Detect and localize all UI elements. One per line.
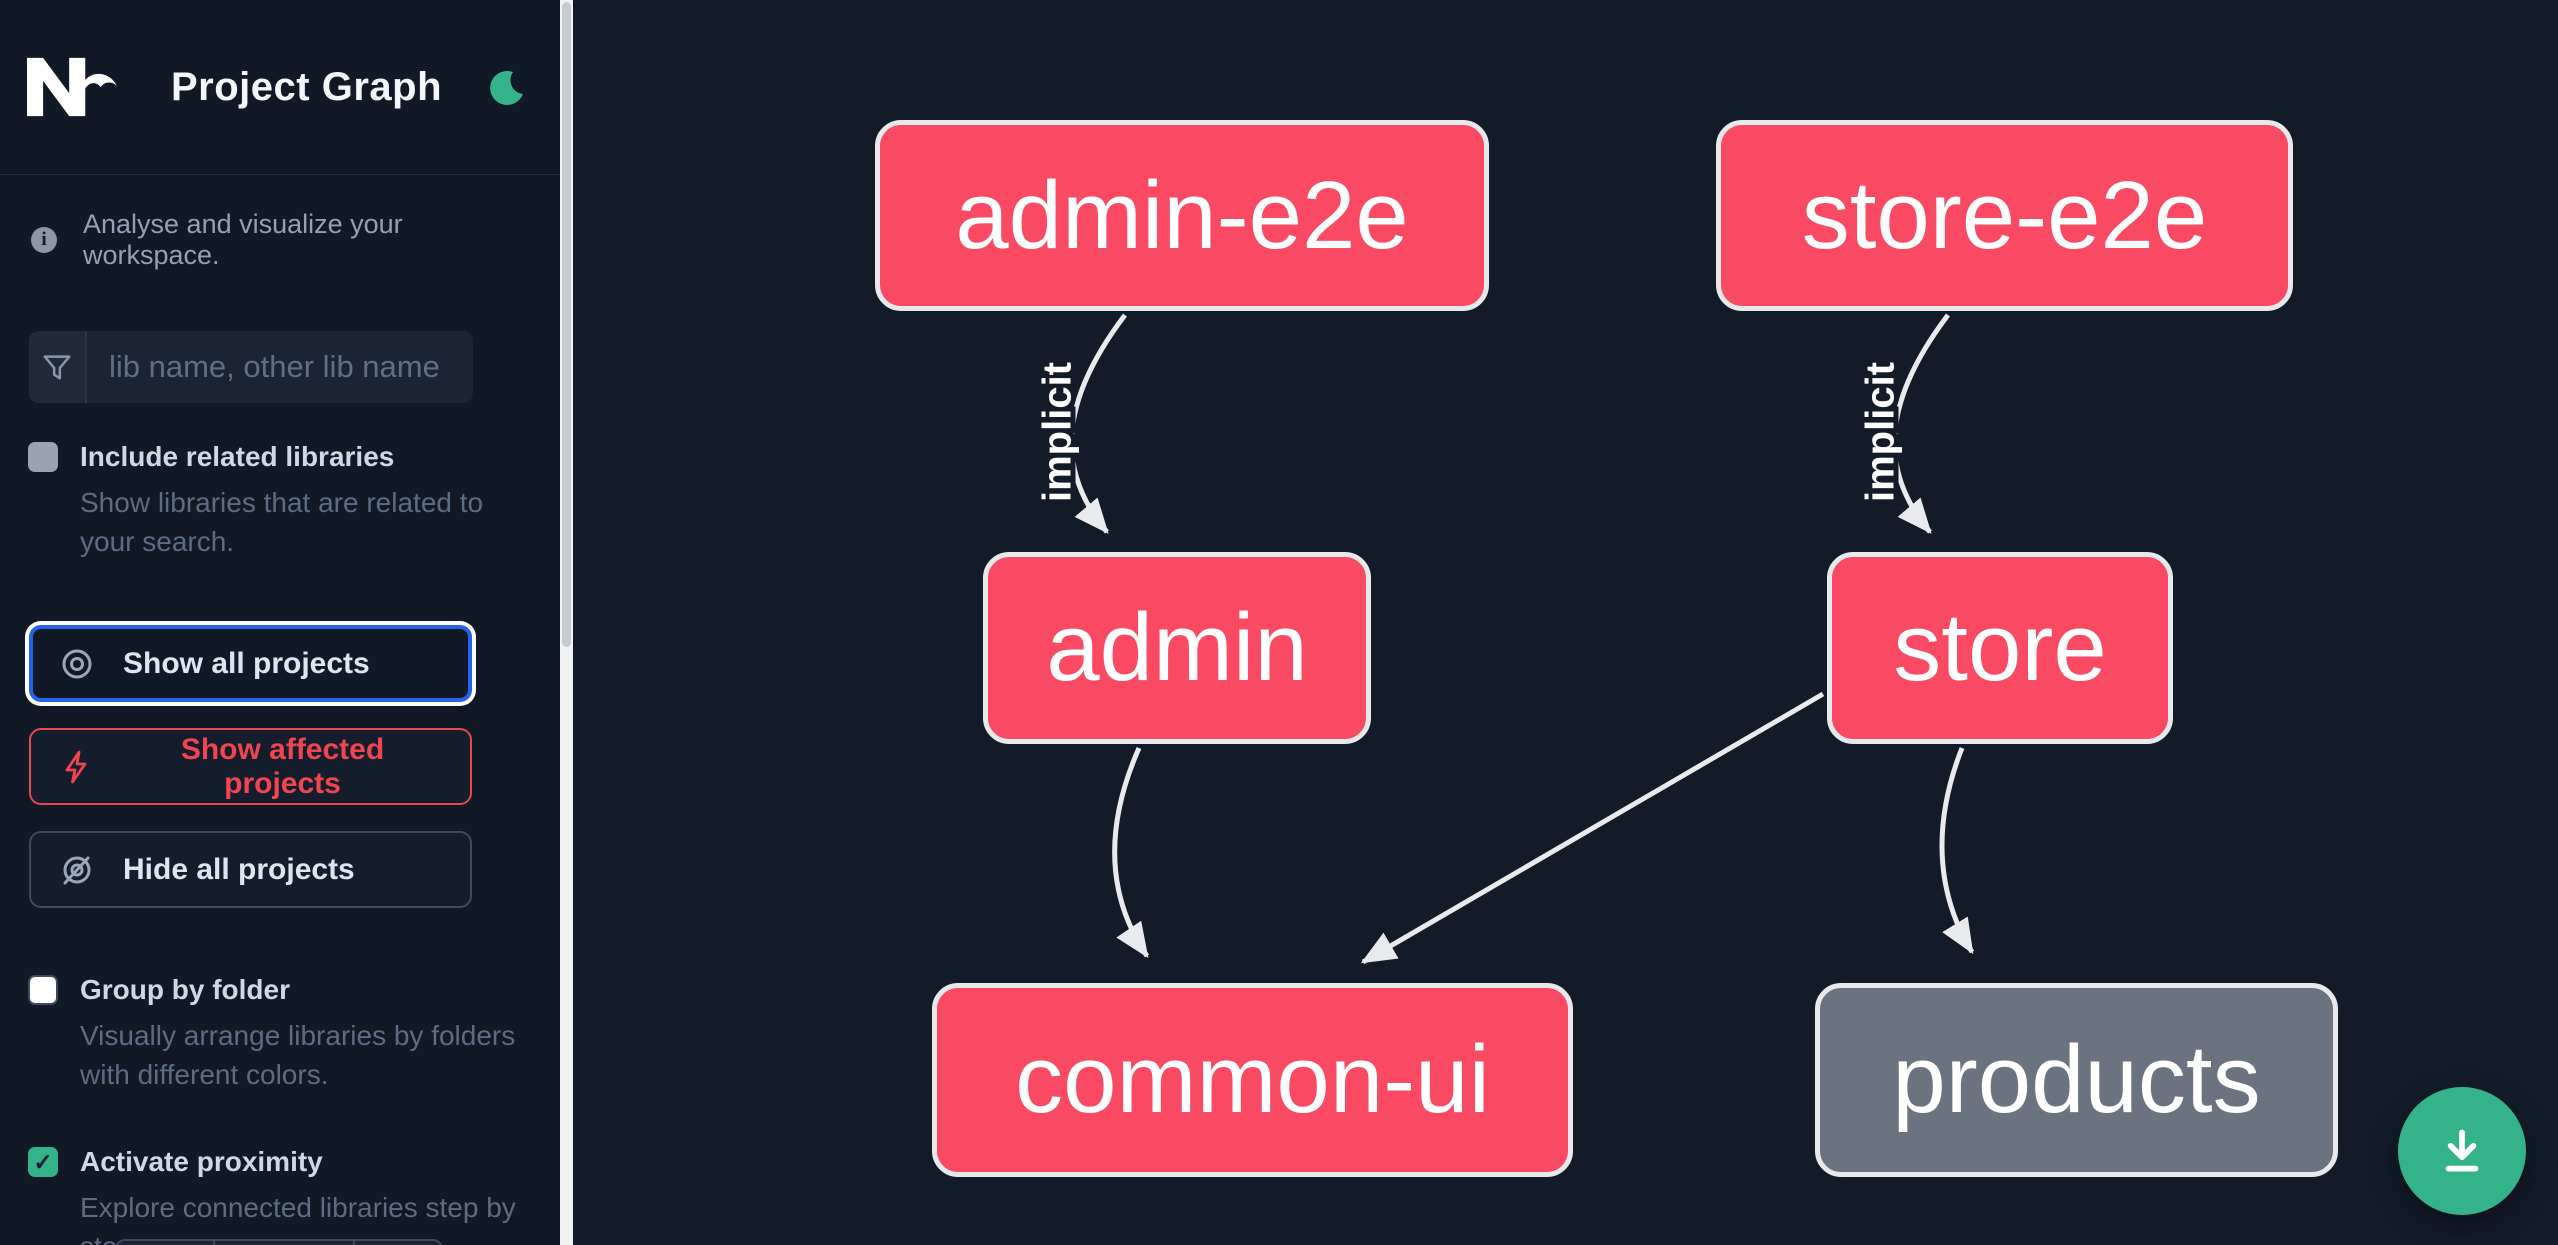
include-related-texts: Include related libraries Show libraries… — [80, 441, 532, 561]
edge-admin-to-common-ui — [1112, 746, 1150, 959]
bolt-icon — [65, 750, 87, 783]
proximity-stepper[interactable] — [115, 1239, 443, 1245]
nx-logo-icon — [27, 57, 117, 117]
include-related-description: Show libraries that are related to your … — [80, 487, 484, 557]
group-by-folder-label: Group by folder — [80, 974, 290, 1005]
page-title: Project Graph — [171, 64, 443, 109]
edge-label-store-e2e: implicit — [1859, 362, 1903, 502]
group-by-folder-texts: Group by folder Visually arrange librari… — [80, 974, 532, 1094]
graph-node-common-ui[interactable]: common-ui — [932, 983, 1573, 1177]
filter-icon-cell — [29, 331, 87, 403]
include-related-label: Include related libraries — [80, 441, 395, 472]
group-by-folder-checkbox[interactable] — [28, 975, 58, 1005]
workspace-info-text: Analyse and visualize your workspace. — [83, 209, 403, 270]
graph-node-store-e2e[interactable]: store-e2e — [1716, 120, 2293, 311]
eye-off-icon — [63, 856, 91, 884]
show-affected-projects-button[interactable]: Show affected projects — [29, 728, 472, 805]
option-include-related: Include related libraries Show libraries… — [0, 441, 560, 561]
graph-node-admin-e2e[interactable]: admin-e2e — [875, 120, 1489, 311]
edge-admin-e2e-to-admin — [1069, 313, 1127, 534]
activate-proximity-label: Activate proximity — [80, 1146, 323, 1177]
sidebar-scrollbar-track[interactable] — [560, 0, 573, 1245]
info-icon: i — [31, 227, 57, 253]
search-input[interactable] — [87, 331, 473, 403]
show-affected-projects-label: Show affected projects — [180, 732, 385, 800]
activate-proximity-checkbox[interactable]: ✓ — [28, 1147, 58, 1177]
filter-icon — [43, 355, 71, 380]
sidebar: Project Graph i Analyse and visualize yo… — [0, 0, 560, 1245]
hide-all-projects-button[interactable]: Hide all projects — [29, 831, 472, 908]
hide-all-projects-label: Hide all projects — [123, 852, 355, 886]
edge-label-admin-e2e: implicit — [1036, 362, 1080, 502]
download-icon — [2445, 1129, 2479, 1172]
option-activate-proximity: ✓ Activate proximity Explore connected l… — [0, 1146, 560, 1245]
graph-node-admin[interactable]: admin — [983, 552, 1371, 744]
project-actions: Show all projects Show affected projects… — [29, 625, 532, 908]
show-all-projects-label: Show all projects — [123, 646, 370, 680]
moon-icon — [490, 70, 523, 105]
include-related-checkbox[interactable] — [28, 442, 58, 472]
activate-proximity-description: Explore connected libraries step by step… — [80, 1192, 516, 1245]
search-box — [29, 331, 473, 403]
edge-store-to-common-ui — [1360, 691, 1825, 965]
workspace-info-row: i Analyse and visualize your workspace. — [0, 175, 560, 271]
eye-icon — [62, 649, 92, 678]
activate-proximity-texts: Activate proximity Explore connected lib… — [80, 1146, 532, 1245]
proximity-decrement-button[interactable] — [117, 1241, 213, 1245]
sidebar-header: Project Graph — [0, 0, 560, 175]
group-by-folder-description: Visually arrange libraries by folders wi… — [80, 1020, 516, 1090]
graph-node-products[interactable]: products — [1815, 983, 2338, 1177]
proximity-increment-button[interactable] — [353, 1241, 445, 1245]
option-group-by-folder: Group by folder Visually arrange librari… — [0, 974, 560, 1094]
edge-store-e2e-to-store — [1892, 313, 1950, 534]
download-graph-button[interactable] — [2398, 1087, 2526, 1215]
graph-node-store[interactable]: store — [1827, 552, 2173, 744]
show-all-projects-button[interactable]: Show all projects — [29, 625, 472, 702]
sidebar-scrollbar-thumb[interactable] — [562, 2, 571, 647]
theme-toggle-button[interactable] — [482, 63, 530, 111]
proximity-value — [213, 1241, 353, 1245]
edge-store-to-products — [1939, 747, 1975, 955]
